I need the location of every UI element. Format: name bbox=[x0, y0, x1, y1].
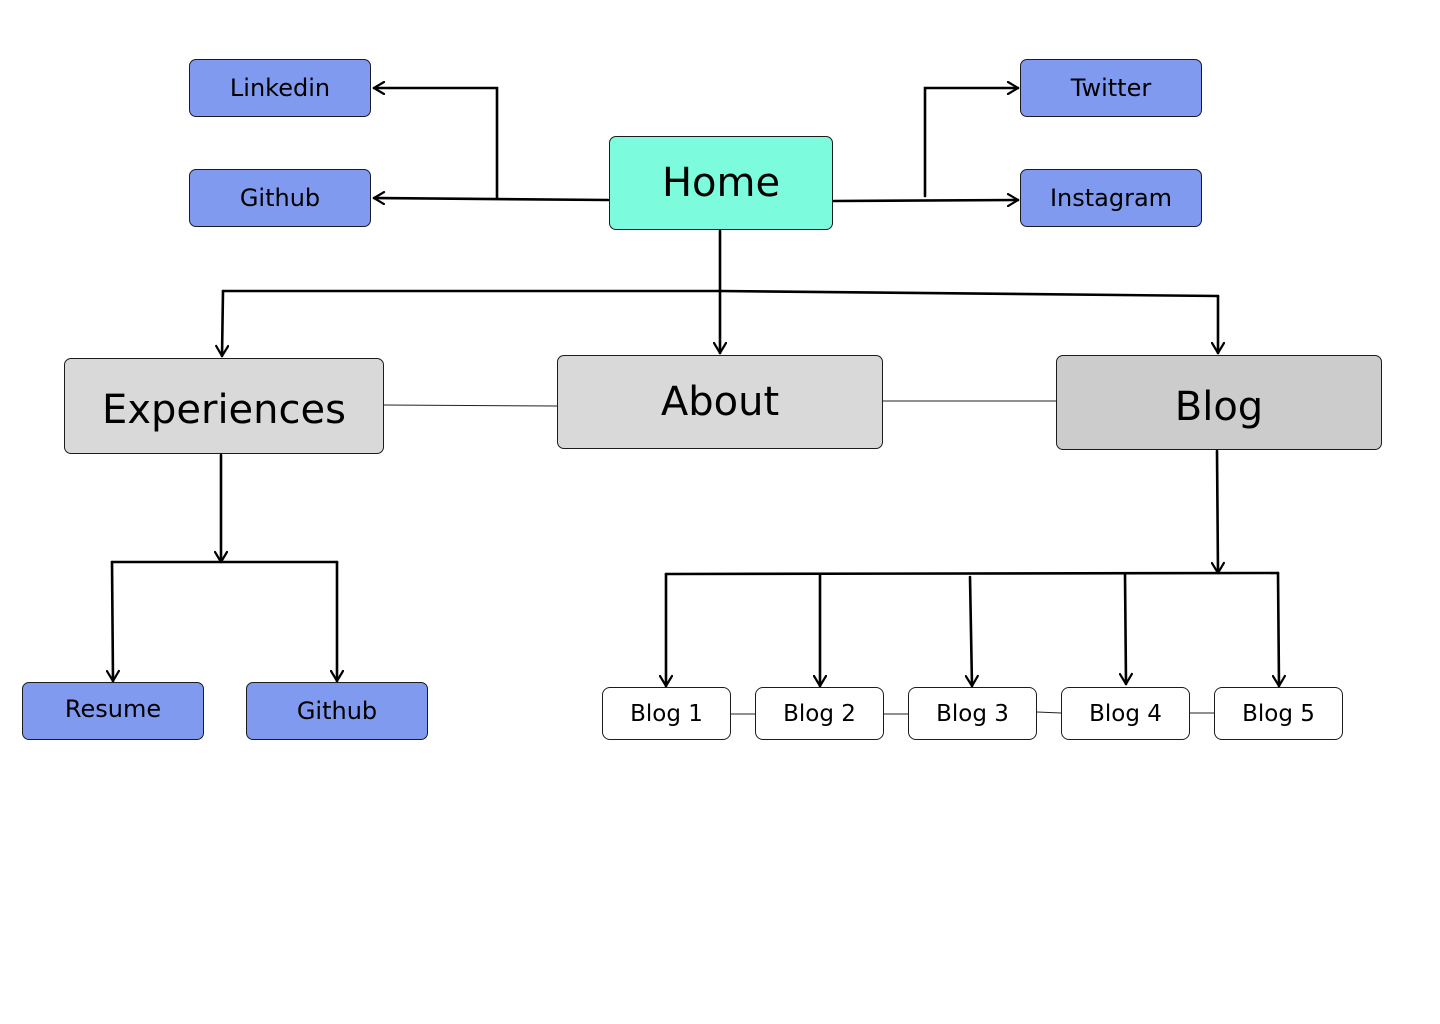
blog-post-1-label: Blog 1 bbox=[630, 700, 703, 727]
linkedin-label: Linkedin bbox=[229, 74, 331, 102]
twitter-node[interactable]: Twitter bbox=[1020, 59, 1202, 117]
connector-home-instagram bbox=[832, 200, 1020, 201]
about-node[interactable]: About bbox=[557, 355, 883, 449]
home-label: Home bbox=[661, 160, 781, 206]
twitter-label: Twitter bbox=[1070, 74, 1152, 102]
blog-post-2-node[interactable]: Blog 2 bbox=[755, 687, 884, 740]
instagram-label: Instagram bbox=[1049, 184, 1173, 212]
connector-bus-resume bbox=[112, 560, 113, 683]
connector-sections-bus bbox=[221, 289, 1220, 298]
connector-branch-linkedin bbox=[372, 88, 499, 200]
blog-post-1-node[interactable]: Blog 1 bbox=[602, 687, 731, 740]
blog-post-5-label: Blog 5 bbox=[1242, 700, 1315, 727]
experiences-label: Experiences bbox=[102, 387, 346, 433]
home-node[interactable]: Home bbox=[609, 136, 833, 230]
github-social-label: Github bbox=[239, 184, 321, 212]
blog-post-2-label: Blog 2 bbox=[783, 700, 856, 727]
resume-node[interactable]: Resume bbox=[22, 682, 204, 740]
resume-label: Resume bbox=[64, 695, 162, 723]
about-label: About bbox=[660, 379, 780, 425]
blog-post-4-node[interactable]: Blog 4 bbox=[1061, 687, 1190, 740]
blog-post-4-label: Blog 4 bbox=[1089, 700, 1162, 727]
connector-blog-bus bbox=[664, 571, 1280, 576]
linkedin-node[interactable]: Linkedin bbox=[189, 59, 371, 117]
connector-bus-blog5 bbox=[1278, 571, 1279, 688]
link-blog3-blog4 bbox=[1036, 711, 1062, 714]
blog-post-3-label: Blog 3 bbox=[936, 700, 1009, 727]
connector-bus-blog4 bbox=[1125, 572, 1126, 686]
connector-bus-experiences bbox=[222, 289, 223, 358]
instagram-node[interactable]: Instagram bbox=[1020, 169, 1202, 227]
blog-post-3-node[interactable]: Blog 3 bbox=[908, 687, 1037, 740]
connector-branch-twitter bbox=[923, 88, 1020, 198]
github-project-label: Github bbox=[296, 697, 378, 725]
blog-node[interactable]: Blog bbox=[1056, 355, 1382, 450]
connector-blog-down bbox=[1217, 449, 1218, 575]
blog-post-5-node[interactable]: Blog 5 bbox=[1214, 687, 1343, 740]
connector-bus-blog3 bbox=[970, 575, 972, 688]
experiences-node[interactable]: Experiences bbox=[64, 358, 384, 454]
github-project-node[interactable]: Github bbox=[246, 682, 428, 740]
link-experiences-about bbox=[383, 404, 558, 407]
github-social-node[interactable]: Github bbox=[189, 169, 371, 227]
blog-label: Blog bbox=[1174, 383, 1264, 430]
connector-home-github bbox=[372, 198, 610, 200]
